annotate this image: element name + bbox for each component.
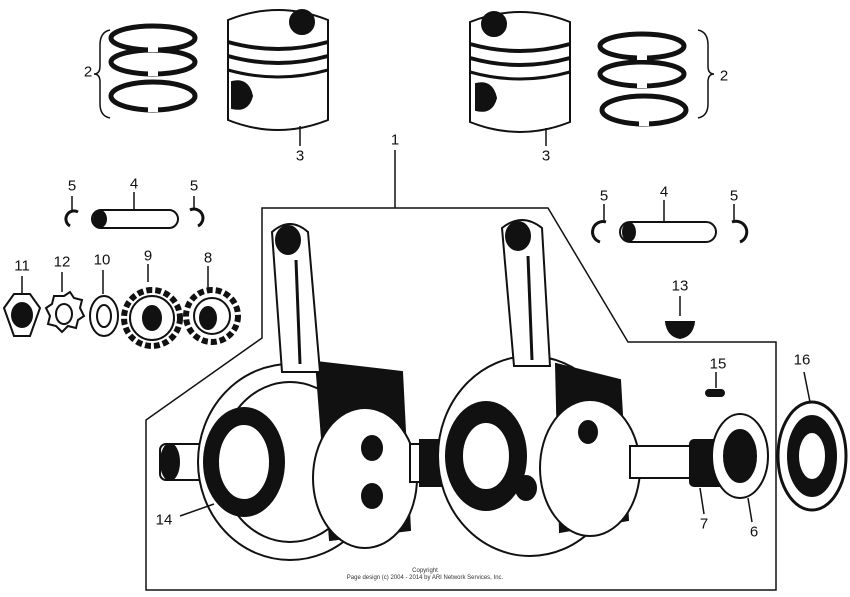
callout-5-circlip-left-b: 5 (189, 177, 199, 195)
brace-right (697, 29, 715, 119)
callout-13-woodruff-key: 13 (671, 277, 689, 295)
sprocket-left (121, 264, 183, 349)
circlips-right (591, 204, 749, 244)
lock-washer (44, 272, 86, 334)
brace-left (93, 29, 111, 119)
callout-9-sprocket-left: 9 (143, 247, 153, 265)
copyright-line-2: Page design (c) 2004 - 2014 by ARI Netwo… (346, 575, 504, 581)
callout-15-small-key: 15 (709, 355, 727, 373)
callout-5-circlip-right-a: 5 (599, 187, 609, 205)
small-key (705, 372, 725, 397)
callout-4-piston-pin-right: 4 (659, 183, 669, 201)
woodruff-key (664, 296, 696, 340)
copyright-notice: Copyright Page design (c) 2004 - 2014 by… (330, 568, 520, 582)
callout-5-circlip-right-b: 5 (729, 187, 739, 205)
callout-10-washer: 10 (93, 251, 111, 269)
crankshaft (159, 219, 848, 561)
piston-pin-right (619, 200, 717, 243)
piston-rings-right (597, 31, 689, 127)
callout-12-lock-washer: 12 (53, 253, 71, 271)
callout-7-needle-bearing: 7 (699, 515, 709, 533)
callout-4-piston-pin-left: 4 (129, 175, 139, 193)
callout-3-piston-right: 3 (541, 147, 551, 165)
callout-14-bearing-left: 14 (155, 511, 173, 529)
callout-8-sprocket-right: 8 (203, 249, 213, 267)
callout-2-piston-rings-left: 2 (83, 63, 93, 81)
piston-left (227, 9, 329, 146)
circlips-left (64, 196, 205, 228)
piston-pin-left (91, 192, 179, 229)
callout-6-bearing: 6 (749, 523, 759, 541)
callout-5-circlip-left-a: 5 (67, 177, 77, 195)
copyright-line-1: Copyright (412, 568, 438, 574)
crankshaft-assembly-outline (145, 207, 777, 591)
nut (2, 276, 42, 337)
washer (89, 270, 119, 337)
callout-2-piston-rings-right: 2 (719, 67, 729, 85)
piston-right (469, 11, 571, 146)
callout-3-piston-left: 3 (295, 147, 305, 165)
callout-11-nut: 11 (14, 257, 30, 275)
callout-1-crankshaft-assembly: 1 (390, 131, 400, 149)
sprocket-right (183, 266, 241, 345)
callout-16-ball-bearing: 16 (793, 351, 811, 369)
